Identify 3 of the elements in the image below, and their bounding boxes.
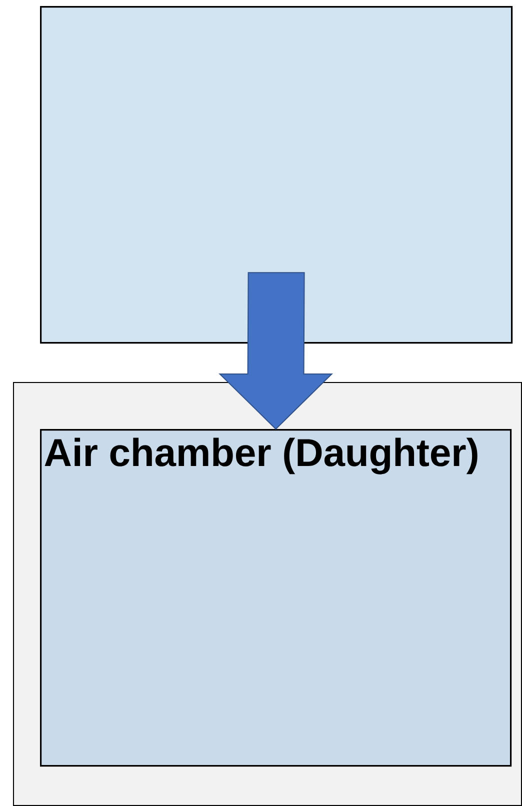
chamber-box: Air chamber (Daughter) <box>40 429 512 767</box>
block-arrow <box>218 272 334 430</box>
chamber-box <box>40 6 513 344</box>
